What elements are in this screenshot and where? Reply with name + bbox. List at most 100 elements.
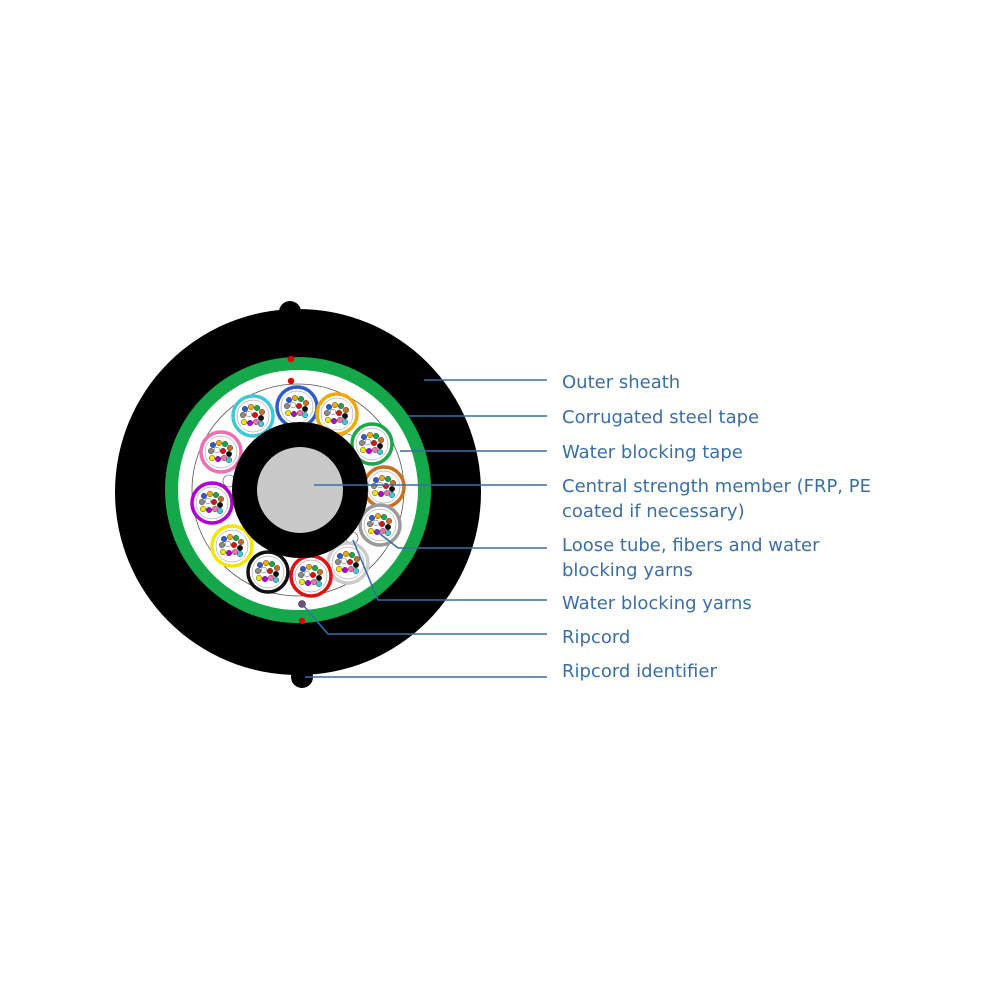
fiber [263,560,270,567]
fiber [342,413,349,420]
fiber [375,513,382,520]
fiber [258,421,265,428]
fiber [366,448,373,455]
fiber [371,483,378,490]
fiber [332,402,339,409]
fiber [239,412,246,419]
fiber [251,412,258,419]
loose-tubes-group [190,385,406,598]
fiber [335,559,342,566]
fiber [246,420,253,427]
fiber [262,576,269,583]
fiber [256,575,263,582]
fiber [205,507,212,514]
loose-tube-gel [320,397,354,431]
fiber [343,551,350,558]
fiber [337,417,344,424]
fiber [317,569,324,576]
loose-tube-brown [362,465,406,509]
fiber [245,411,252,418]
fiber [378,437,385,444]
leader-line-water-blocking-yarns [352,539,547,601]
loose-tube-gel [355,427,389,461]
fiber [304,571,311,578]
fiber [199,506,206,513]
fiber [212,492,219,499]
fiber [206,491,213,498]
fiber [209,442,216,449]
fiber [267,568,274,575]
fiber [257,562,264,569]
fiber [219,448,226,455]
fiber [360,447,367,454]
loose-tube-red [289,554,333,598]
fiber [216,502,223,509]
fiber [312,565,319,572]
fiber [372,490,379,497]
loose-tube-gel [367,470,401,504]
fiber [231,549,238,556]
fiber [343,407,350,414]
fiber [253,405,260,412]
fiber [383,483,390,490]
loose-tube-gel [215,529,249,563]
fiber [274,565,281,572]
fiber [286,397,293,404]
fiber [384,490,391,497]
fiber [297,410,304,417]
fiber [298,572,305,579]
fiber [367,521,374,528]
fiber [373,433,380,440]
central-strength-member-core [257,447,343,533]
loose-tube-rose [199,430,243,474]
fiber [299,579,306,586]
fiber [353,562,360,569]
loose-tube-gel [236,399,270,433]
label-water-blocking-yarns: Water blocking yarns [562,593,752,614]
fiber [291,411,298,418]
fiber [386,518,393,525]
loose-tube-aqua [231,394,275,438]
loose-tube-gel [251,555,285,589]
fiber [240,419,247,426]
loose-tube-green [350,422,394,466]
fiber [302,412,309,419]
fiber [292,395,299,402]
loose-tube-gel [363,508,397,542]
fiber [273,577,280,584]
fiber [204,498,211,505]
loose-tube-orange [315,392,359,436]
fiber [310,572,317,579]
ripcord-dot-outer-top [287,355,295,363]
fiber [348,566,355,573]
fiber [216,508,223,515]
fiber [261,567,268,574]
fiber [365,439,372,446]
loose-tube-black [246,550,290,594]
fiber [389,492,396,499]
fiber [247,404,254,411]
fiber [200,493,207,500]
label-ripcord-identifier: Ripcord identifier [562,661,717,682]
fiber [213,447,220,454]
fiber [254,568,261,575]
fiber [337,553,344,560]
fiber [252,419,259,426]
fiber [207,448,214,455]
fiber [385,524,392,531]
fiber [218,542,225,549]
fiber [354,556,361,563]
fiber [342,419,349,426]
label-ripcord: Ripcord [562,627,631,648]
fiber [232,535,239,542]
leader-line-loose-tube [374,529,547,549]
ripcord-dot-inner-top [287,377,295,385]
fiber [372,447,379,454]
fiber [349,552,356,559]
fiber [296,403,303,410]
fiber [226,445,233,452]
fiber [220,455,227,462]
fiber [268,575,275,582]
fiber [273,571,280,578]
